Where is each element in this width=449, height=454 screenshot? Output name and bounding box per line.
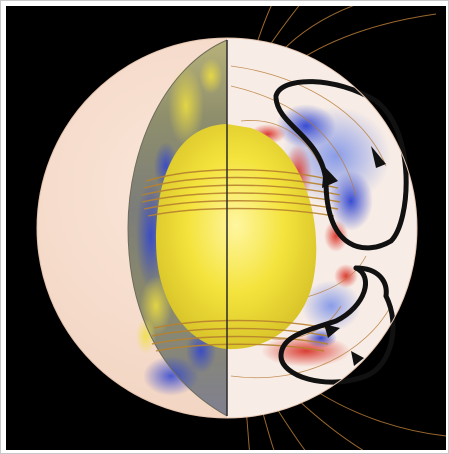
sun-illustration — [6, 6, 446, 450]
sun-cutaway-graphic — [6, 6, 446, 450]
